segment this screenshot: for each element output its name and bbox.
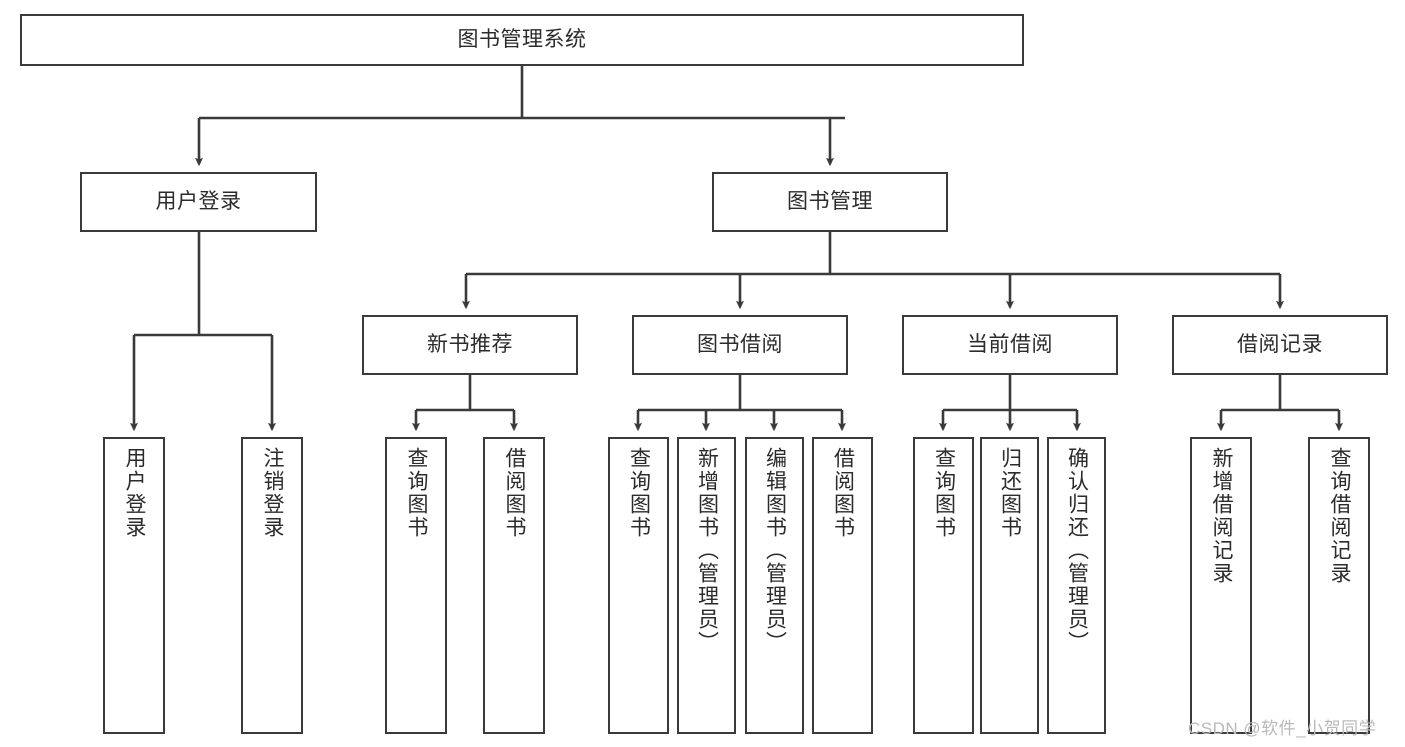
book-mgmt-connectors	[462, 232, 1284, 310]
node-leaf-edit-book-admin[interactable]: 编辑图书（管理员）	[745, 437, 804, 734]
user-login-connectors	[130, 232, 276, 432]
node-label: 新增借阅记录	[1210, 447, 1234, 585]
node-borrow-record[interactable]: 借阅记录	[1172, 315, 1388, 375]
node-label: 确认归还（管理员）	[1065, 447, 1089, 654]
node-label: 借阅图书	[503, 447, 527, 539]
node-label: 编辑图书（管理员）	[763, 447, 787, 654]
node-label: 借阅记录	[1237, 333, 1323, 357]
node-label: 查询图书	[405, 447, 429, 539]
node-root-system[interactable]: 图书管理系统	[20, 14, 1024, 66]
node-leaf-add-borrow-record[interactable]: 新增借阅记录	[1190, 437, 1252, 734]
node-label: 当前借阅	[967, 333, 1053, 357]
node-label: 用户登录	[123, 447, 147, 539]
node-label: 注销登录	[261, 447, 285, 539]
node-label: 归还图书	[998, 447, 1022, 539]
node-leaf-borrow-book-recommend[interactable]: 借阅图书	[483, 437, 545, 734]
node-label: 借阅图书	[831, 447, 855, 539]
node-leaf-add-book-admin[interactable]: 新增图书（管理员）	[677, 437, 736, 734]
node-leaf-confirm-return-admin[interactable]: 确认归还（管理员）	[1047, 437, 1106, 734]
node-leaf-query-book-recommend[interactable]: 查询图书	[385, 437, 447, 734]
borrow-record-connectors	[1217, 375, 1343, 432]
node-label: 新书推荐	[427, 333, 513, 357]
node-leaf-user-login[interactable]: 用户登录	[103, 437, 165, 734]
node-label: 图书借阅	[697, 333, 783, 357]
node-leaf-borrow-book[interactable]: 借阅图书	[812, 437, 873, 734]
book-borrow-connectors	[634, 375, 846, 432]
node-new-book-recommend[interactable]: 新书推荐	[362, 315, 578, 375]
node-leaf-logout[interactable]: 注销登录	[241, 437, 303, 734]
node-leaf-query-borrow-record[interactable]: 查询借阅记录	[1308, 437, 1370, 734]
node-label: 用户登录	[155, 190, 242, 214]
watermark: CSDN @软件_小贺同学	[1188, 719, 1377, 738]
node-label: 查询借阅记录	[1328, 447, 1352, 585]
node-current-borrow[interactable]: 当前借阅	[902, 315, 1118, 375]
current-borrow-connectors	[939, 375, 1081, 432]
node-label: 查询图书	[932, 447, 956, 539]
node-book-borrow[interactable]: 图书借阅	[632, 315, 848, 375]
node-label: 图书管理	[787, 190, 873, 214]
node-book-management[interactable]: 图书管理	[712, 172, 948, 232]
node-user-login[interactable]: 用户登录	[80, 172, 317, 232]
node-label: 图书管理系统	[457, 28, 587, 52]
node-leaf-query-book-current[interactable]: 查询图书	[913, 437, 974, 734]
new-book-connectors	[412, 375, 518, 432]
node-label: 新增图书（管理员）	[695, 447, 719, 654]
root-connectors	[195, 66, 845, 167]
node-label: 查询图书	[627, 447, 651, 539]
node-leaf-return-book[interactable]: 归还图书	[980, 437, 1039, 734]
node-leaf-query-book[interactable]: 查询图书	[608, 437, 669, 734]
